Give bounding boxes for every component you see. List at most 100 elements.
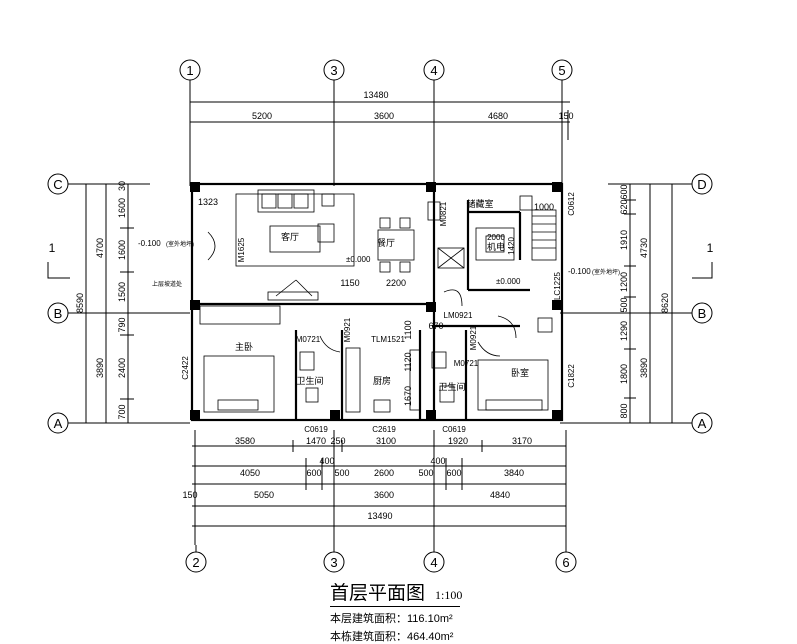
drawing-title-block: 首层平面图 1:100 本层建筑面积：116.10m² 本栋建筑面积：464.4… <box>330 578 560 644</box>
level-mark: ±0.000 <box>346 255 371 264</box>
dim-text: 250 <box>330 436 345 446</box>
axis-label: 6 <box>562 555 569 570</box>
dim-text: 400 <box>430 456 445 466</box>
door-code: M0721 <box>296 335 321 344</box>
dim-text: 1800 <box>619 364 629 384</box>
door-code: TLM1521 <box>371 335 405 344</box>
dim-text: 3890 <box>95 358 105 378</box>
level-mark: ±0.000 <box>496 277 521 286</box>
dim-text: 4050 <box>240 468 260 478</box>
axis-label: 4 <box>430 63 437 78</box>
dim-text: 5050 <box>254 490 274 500</box>
room-label-living: 客厅 <box>281 231 299 242</box>
door-window-codes: M1625 M0821 M0921 M0721 TLM1521 LM0921 M… <box>181 192 576 434</box>
dim-text: 30 <box>117 181 127 191</box>
axis-circle-top-3 <box>323 59 345 81</box>
axis-label: 3 <box>330 63 337 78</box>
dim-text: 4700 <box>95 238 105 258</box>
level-mark: -0.100 <box>568 267 591 276</box>
axis-circle-left-c <box>47 173 69 195</box>
axis-circle-top-5 <box>551 59 573 81</box>
dim-text: 3600 <box>374 111 394 121</box>
axis-circle-right-a <box>691 412 713 434</box>
dim-text: 3170 <box>512 436 532 446</box>
axis-label: B <box>698 306 707 321</box>
dim-text: 1150 <box>340 278 359 288</box>
dim-text: 1120 <box>403 352 413 371</box>
axis-label: B <box>54 306 63 321</box>
axis-labels: 1 3 4 5 2 3 4 6 C B A D B A <box>53 63 706 570</box>
window-code: C2619 <box>372 425 396 434</box>
building-area-value: 464.40m² <box>407 631 454 643</box>
axis-circle-bottom-2 <box>185 551 207 573</box>
dim-text: 1323 <box>198 197 218 207</box>
right-dimensions: 8620 4730 3890 600 620 1910 1200 500 129… <box>619 184 670 418</box>
dim-text: 8620 <box>660 293 670 313</box>
dim-text: 13480 <box>363 90 388 100</box>
room-label-storage: 储藏室 <box>466 198 493 209</box>
axis-circle-bottom-4 <box>423 551 445 573</box>
dim-text: 800 <box>619 403 629 418</box>
door-code: M0721 <box>454 359 479 368</box>
dim-text: 1200 <box>619 272 629 292</box>
door-code: M1625 <box>237 237 246 262</box>
dim-text: 3580 <box>235 436 255 446</box>
dim-text: 500 <box>619 297 629 312</box>
dim-text: 3600 <box>374 490 394 500</box>
dim-text: 2200 <box>386 278 406 288</box>
axis-circle-right-d <box>691 173 713 195</box>
axis-circle-top-1 <box>179 59 201 81</box>
dim-text: 3840 <box>504 468 524 478</box>
drawing-title: 首层平面图 <box>330 583 426 604</box>
window-code: C0619 <box>442 425 466 434</box>
dim-text: 1910 <box>619 230 629 250</box>
dim-text: 1290 <box>619 321 629 341</box>
axis-label: 3 <box>330 555 337 570</box>
axis-label: A <box>698 416 707 431</box>
window-code: C2422 <box>181 356 190 380</box>
dim-text: 1470 <box>306 436 326 446</box>
dim-text: 700 <box>117 404 127 419</box>
axis-circle-left-a <box>47 412 69 434</box>
dim-text: 4730 <box>639 238 649 258</box>
axis-label: 2 <box>192 555 199 570</box>
window-code: C0612 <box>567 192 576 216</box>
level-mark: -0.100 <box>138 239 161 248</box>
dim-text: 2400 <box>117 358 127 378</box>
dim-text: 4840 <box>490 490 510 500</box>
dim-text: 600 <box>446 468 461 478</box>
ramp-note: 上层坡道处 <box>152 280 182 288</box>
room-label-master: 主卧 <box>235 341 253 352</box>
dim-text: 790 <box>117 317 127 332</box>
interior-dimensions: 1150 2200 1100 670 1120 1670 1000 1323 <box>198 197 554 406</box>
dim-text: 3100 <box>376 436 396 446</box>
dim-text: 600 <box>619 184 629 199</box>
window-code: LC1225 <box>553 271 562 300</box>
dim-text: 670 <box>428 321 443 331</box>
dim-text: 500 <box>418 468 433 478</box>
left-dimensions: 8590 4700 3890 30 1600 1600 1500 790 240… <box>75 181 127 420</box>
shaft-code: 2000 <box>487 233 505 242</box>
axis-circle-top-4 <box>423 59 445 81</box>
room-label-shaft: 机电 <box>487 241 505 252</box>
door-code: M0821 <box>439 201 448 226</box>
door-code: M0921 <box>343 317 352 342</box>
dim-text: 1670 <box>403 386 413 406</box>
door-code: M0921 <box>469 325 478 350</box>
dim-text: 1920 <box>448 436 468 446</box>
dim-text: 1600 <box>117 198 127 218</box>
section-mark-label: 1 <box>707 241 714 255</box>
dim-text: 2600 <box>374 468 394 478</box>
dim-text: 4680 <box>488 111 508 121</box>
axis-label: 4 <box>430 555 437 570</box>
axis-label: D <box>697 177 706 192</box>
axis-circle-bottom-3 <box>323 551 345 573</box>
level-note: (室外地坪) <box>592 268 620 276</box>
axis-circle-left-b <box>47 302 69 324</box>
window-code: C0619 <box>304 425 328 434</box>
dim-text: 3890 <box>639 358 649 378</box>
floor-area-value: 116.10m² <box>407 613 453 625</box>
dim-text: 1600 <box>117 240 127 260</box>
top-dimensions: 13480 5200 3600 4680 150 <box>252 90 574 121</box>
